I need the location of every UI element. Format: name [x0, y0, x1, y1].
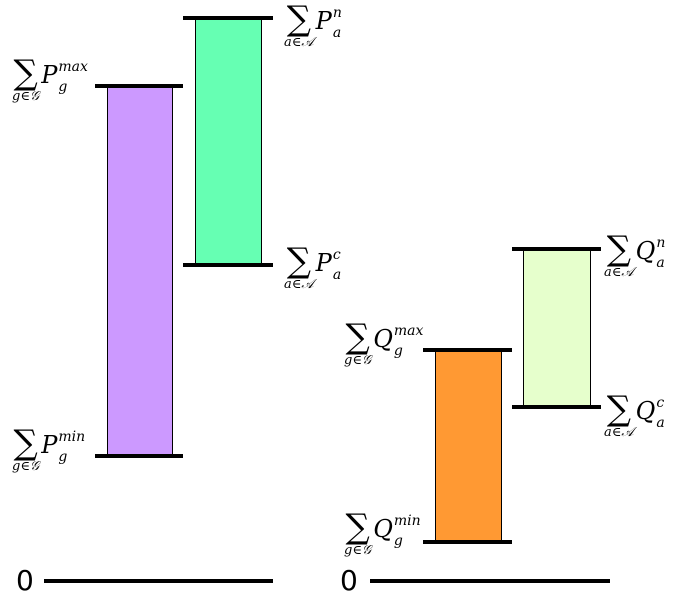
subscript: g [393, 342, 403, 359]
symbol: P [41, 60, 58, 89]
symbol: Q [373, 514, 393, 543]
sigma: ∑ [345, 317, 370, 357]
superscript: n [332, 4, 342, 21]
right-gen-max-line [423, 348, 512, 352]
sigma: ∑ [286, 0, 311, 39]
set-label: g∈𝒢 [12, 459, 40, 474]
left-agg-n-line [183, 16, 273, 20]
superscript: c [656, 394, 665, 411]
right-agg-bar [523, 249, 591, 407]
left-agg-bar [195, 18, 262, 265]
superscript: min [58, 428, 86, 445]
subscript: g [393, 532, 403, 549]
right-gen-min-line [423, 540, 512, 544]
sigma: ∑ [606, 389, 631, 429]
sigma: ∑ [606, 229, 631, 269]
sigma: ∑ [286, 241, 311, 281]
sigma: ∑ [13, 53, 38, 93]
subscript: g [58, 78, 68, 95]
symbol: Q [373, 324, 393, 353]
left-zero-label: 0 [16, 564, 34, 597]
subscript: a [332, 266, 342, 283]
right-zero-axis [370, 579, 610, 583]
set-label: a∈𝒜 [284, 35, 314, 50]
subscript: a [656, 414, 665, 431]
symbol: Q [635, 396, 656, 425]
set-label: g∈𝒢 [344, 543, 372, 558]
sigma: ∑ [13, 423, 38, 463]
subscript: a [656, 254, 665, 271]
superscript: max [58, 58, 88, 75]
right-gen-bar [435, 350, 502, 542]
superscript: max [393, 322, 424, 339]
subscript: g [58, 448, 68, 465]
sigma: ∑ [345, 507, 370, 547]
right-agg-n-line [512, 247, 601, 251]
symbol: P [315, 6, 332, 35]
left-zero-axis [44, 579, 273, 583]
superscript: c [332, 246, 341, 263]
left-agg-c-line [183, 263, 273, 267]
set-label: a∈𝒜 [284, 277, 314, 292]
superscript: min [393, 512, 421, 529]
symbol: Q [635, 236, 656, 265]
left-gen-max-line [95, 84, 183, 88]
set-label: a∈𝒜 [604, 425, 634, 440]
symbol: P [315, 248, 332, 277]
set-label: a∈𝒜 [604, 265, 634, 280]
left-gen-bar [107, 86, 173, 456]
set-label: g∈𝒢 [344, 353, 372, 368]
right-agg-c-line [512, 405, 601, 409]
symbol: P [41, 430, 58, 459]
subscript: a [332, 24, 342, 41]
left-gen-min-line [95, 454, 183, 458]
superscript: n [656, 234, 666, 251]
right-zero-label: 0 [340, 564, 358, 597]
set-label: g∈𝒢 [12, 89, 40, 104]
